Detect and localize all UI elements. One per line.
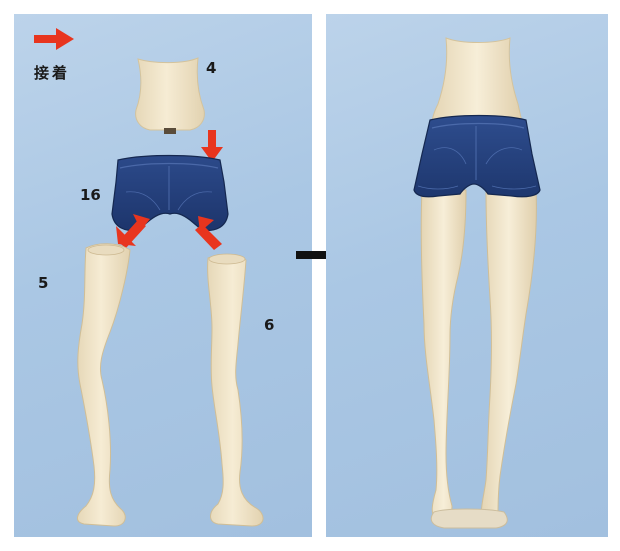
- torso-part-number: 4: [206, 61, 216, 76]
- torso-part: [136, 58, 205, 130]
- right-leg-part: [208, 255, 263, 526]
- assembled-left-leg: [421, 190, 466, 520]
- assembled-illustration: [326, 14, 608, 537]
- torso-peg: [164, 128, 176, 134]
- parts-illustration: [14, 14, 312, 537]
- right-leg-part-number: 6: [264, 318, 274, 333]
- assembled-torso: [432, 38, 522, 124]
- legend-attach-label: 接着: [34, 66, 70, 81]
- shorts-part-number: 16: [80, 188, 101, 203]
- assembled-right-leg: [481, 190, 536, 521]
- assembled-panel: [326, 14, 608, 537]
- left-leg-part: [77, 244, 130, 526]
- assembled-feet: [431, 509, 507, 528]
- legend-red-arrow-icon: [34, 28, 74, 50]
- left-leg-part-number: 5: [38, 276, 48, 291]
- parts-panel: 接着 4 16 5 6: [14, 14, 312, 537]
- assembled-shorts: [414, 116, 540, 197]
